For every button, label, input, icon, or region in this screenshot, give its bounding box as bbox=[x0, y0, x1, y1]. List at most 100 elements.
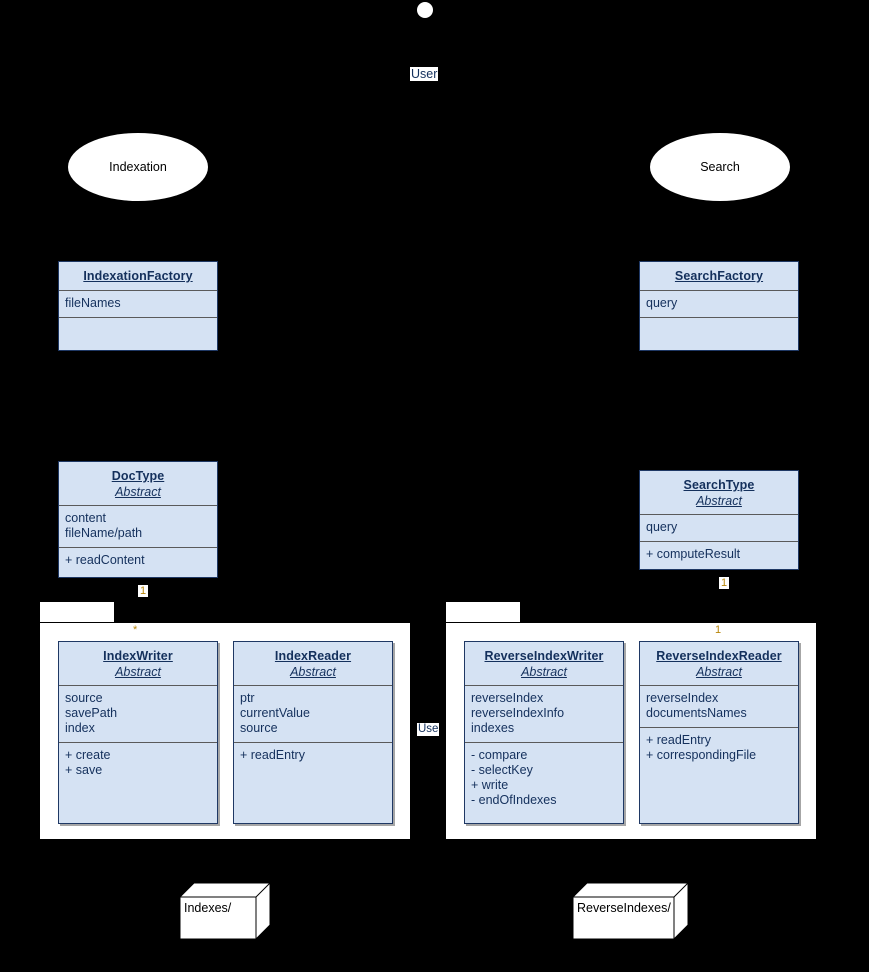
operation-row: + create bbox=[65, 748, 111, 762]
attribute-row: fileName/path bbox=[65, 526, 143, 540]
compartment-separator bbox=[59, 742, 217, 743]
class-title: DocType bbox=[111, 469, 165, 483]
class-index-reader[interactable]: IndexReader Abstract ptr currentValue so… bbox=[233, 641, 393, 824]
class-stereotype: Abstract bbox=[696, 494, 742, 508]
attribute-row: currentValue bbox=[240, 706, 310, 720]
node-indexes-dir[interactable]: Indexes/ bbox=[179, 882, 271, 940]
operations-compartment: + readEntry + correspondingFile bbox=[640, 728, 798, 769]
multiplicity-index-writer: * bbox=[131, 624, 140, 636]
operation-row: + computeResult bbox=[646, 547, 741, 561]
operations-compartment: - compare - selectKey + write - endOfInd… bbox=[465, 743, 623, 814]
class-indexation-factory[interactable]: IndexationFactory fileNames bbox=[58, 261, 218, 351]
class-index-writer[interactable]: IndexWriter Abstract source savePath ind… bbox=[58, 641, 218, 824]
attribute-row: reverseIndex bbox=[646, 691, 719, 705]
class-stereotype: Abstract bbox=[115, 485, 161, 499]
class-search-factory[interactable]: SearchFactory query bbox=[639, 261, 799, 351]
class-doc-type[interactable]: DocType Abstract content fileName/path +… bbox=[58, 461, 218, 578]
attribute-row: source bbox=[240, 721, 278, 735]
compartment-separator bbox=[465, 685, 623, 686]
attributes-compartment: ptr currentValue source bbox=[234, 686, 392, 742]
compartment-separator bbox=[640, 514, 798, 515]
actor-user-label: User bbox=[410, 67, 439, 81]
class-search-type[interactable]: SearchType Abstract query + computeResul… bbox=[639, 470, 799, 570]
operations-compartment: + computeResult bbox=[640, 542, 798, 568]
operations-compartment bbox=[59, 318, 217, 351]
class-stereotype: Abstract bbox=[696, 665, 742, 679]
compartment-separator bbox=[59, 290, 217, 291]
class-stereotype: Abstract bbox=[521, 665, 567, 679]
node-3d-shape bbox=[572, 882, 689, 940]
operations-compartment: + readContent bbox=[59, 548, 217, 574]
operations-compartment: + create + save bbox=[59, 743, 217, 784]
multiplicity-reverse-index-reader: 1 bbox=[713, 624, 724, 636]
compartment-separator bbox=[640, 727, 798, 728]
operation-row: - selectKey bbox=[471, 763, 533, 777]
attribute-row: source bbox=[65, 691, 103, 705]
class-title: SearchFactory bbox=[674, 269, 764, 283]
edge-label-use: Use bbox=[417, 723, 440, 736]
attributes-compartment: query bbox=[640, 291, 798, 317]
use-case-indexation[interactable]: Indexation bbox=[68, 133, 208, 201]
compartment-separator bbox=[59, 685, 217, 686]
class-title: IndexReader bbox=[274, 649, 352, 663]
class-title: ReverseIndexWriter bbox=[484, 649, 604, 663]
use-case-indexation-label: Indexation bbox=[109, 160, 167, 174]
attributes-compartment: reverseIndex reverseIndexInfo indexes bbox=[465, 686, 623, 742]
node-reverse-indexes-dir[interactable]: ReverseIndexes/ bbox=[572, 882, 689, 940]
node-label: ReverseIndexes/ bbox=[577, 901, 671, 915]
operation-row: + readEntry bbox=[646, 733, 711, 747]
use-case-search-label: Search bbox=[700, 160, 740, 174]
multiplicity-search-type: 1 bbox=[719, 577, 730, 589]
actor-head-icon bbox=[417, 2, 433, 18]
attribute-row: documentsNames bbox=[646, 706, 747, 720]
attribute-row: index bbox=[65, 721, 95, 735]
operations-compartment bbox=[640, 318, 798, 351]
compartment-separator bbox=[234, 685, 392, 686]
compartment-separator bbox=[640, 541, 798, 542]
compartment-separator bbox=[234, 742, 392, 743]
compartment-separator bbox=[640, 317, 798, 318]
attribute-row: savePath bbox=[65, 706, 118, 720]
class-title: IndexationFactory bbox=[83, 269, 193, 283]
operation-row: - compare bbox=[471, 748, 528, 762]
compartment-separator bbox=[640, 685, 798, 686]
attributes-compartment: source savePath index bbox=[59, 686, 217, 742]
attribute-row: fileNames bbox=[65, 296, 121, 310]
class-title: ReverseIndexReader bbox=[656, 649, 782, 663]
attribute-row: ptr bbox=[240, 691, 255, 705]
attributes-compartment: query bbox=[640, 515, 798, 541]
node-label: Indexes/ bbox=[184, 901, 232, 915]
multiplicity-doc-type: 1 bbox=[138, 585, 149, 597]
attribute-row: reverseIndex bbox=[471, 691, 544, 705]
attribute-row: query bbox=[646, 296, 678, 310]
class-reverse-index-writer[interactable]: ReverseIndexWriter Abstract reverseIndex… bbox=[464, 641, 624, 824]
operation-row: + save bbox=[65, 763, 103, 777]
class-title: SearchType bbox=[683, 478, 755, 492]
attribute-row: indexes bbox=[471, 721, 515, 735]
package-index-tab[interactable] bbox=[39, 601, 115, 622]
compartment-separator bbox=[59, 547, 217, 548]
use-case-search[interactable]: Search bbox=[650, 133, 790, 201]
class-stereotype: Abstract bbox=[290, 665, 336, 679]
attribute-row: query bbox=[646, 520, 678, 534]
operation-row: + readContent bbox=[65, 553, 145, 567]
class-reverse-index-reader[interactable]: ReverseIndexReader Abstract reverseIndex… bbox=[639, 641, 799, 824]
operations-compartment: + readEntry bbox=[234, 743, 392, 769]
attributes-compartment: content fileName/path bbox=[59, 506, 217, 547]
compartment-separator bbox=[465, 742, 623, 743]
attributes-compartment: reverseIndex documentsNames bbox=[640, 686, 798, 727]
compartment-separator bbox=[640, 290, 798, 291]
operation-row: + readEntry bbox=[240, 748, 305, 762]
attributes-compartment: fileNames bbox=[59, 291, 217, 317]
class-title: IndexWriter bbox=[103, 649, 173, 663]
attribute-row: reverseIndexInfo bbox=[471, 706, 565, 720]
attribute-row: content bbox=[65, 511, 107, 525]
compartment-separator bbox=[59, 317, 217, 318]
class-stereotype: Abstract bbox=[115, 665, 161, 679]
operation-row: + correspondingFile bbox=[646, 748, 757, 762]
compartment-separator bbox=[59, 505, 217, 506]
node-3d-shape bbox=[179, 882, 271, 940]
operation-row: - endOfIndexes bbox=[471, 793, 557, 807]
package-reverse-index-tab[interactable] bbox=[445, 601, 521, 622]
